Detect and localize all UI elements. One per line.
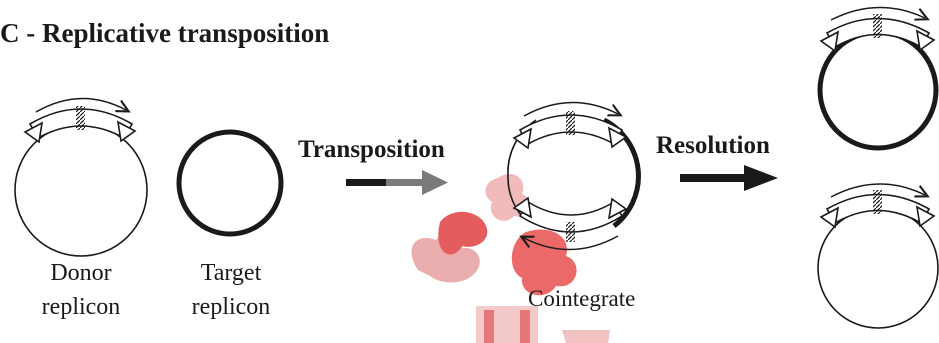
resolution-arrow: [680, 165, 778, 191]
terminal-repeat-right: [116, 120, 137, 143]
cointegrate-diagram: [507, 101, 641, 251]
product-donor-with-transposon: [817, 183, 939, 329]
donor-label-line1: Donor: [50, 260, 112, 286]
cointegrate-label: Cointegrate: [528, 286, 636, 311]
watermark-crest: [411, 173, 610, 343]
transposition-label: Transposition: [298, 136, 445, 163]
product-target-with-transposon: [817, 6, 939, 151]
terminal-repeat-left: [23, 121, 44, 144]
donor-plasmid-circle: [14, 123, 148, 257]
resolution-label: Resolution: [656, 132, 770, 159]
transposition-arrow: [346, 170, 448, 195]
target-label-line1: Target: [200, 260, 262, 286]
target-replicon-circle: [176, 129, 284, 237]
donor-label-line2: replicon: [41, 294, 121, 320]
target-replicon-label: Target replicon: [176, 256, 286, 324]
donor-replicon-label: Donor replicon: [38, 256, 124, 324]
transcription-arrow: [35, 97, 126, 113]
figure-title: C - Replicative transposition: [0, 18, 330, 48]
target-label-line2: replicon: [191, 294, 271, 320]
donor-replicon-diagram: [14, 97, 148, 257]
